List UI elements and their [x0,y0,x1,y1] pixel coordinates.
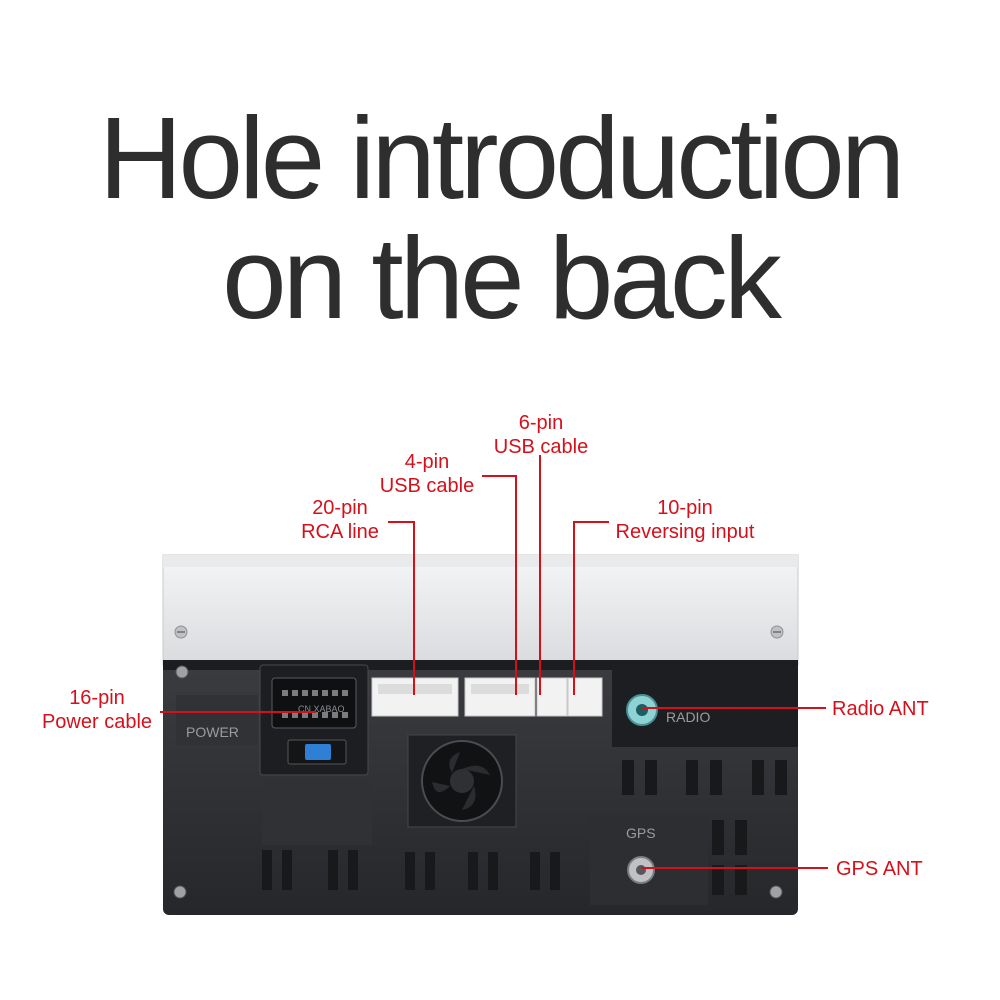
reversing-connector-10pin [567,677,603,717]
leader-4pin [482,475,517,695]
callout-16pin-line2: Power cable [41,711,153,733]
callout-radio-ant: Radio ANT [832,698,929,720]
usb-connector-6pin [536,677,568,717]
callout-4pin-line1: 4-pin [404,451,450,473]
fuse-icon [287,739,347,765]
callout-gps-ant: GPS ANT [836,858,923,880]
gps-label: GPS [626,825,656,841]
radio-label: RADIO [666,709,710,725]
title-line-2: on the back [222,213,782,343]
leader-10pin [573,521,609,695]
callout-20pin: 20-pin RCA line [292,496,388,544]
callout-6pin: 6-pin USB cable [490,411,592,459]
callout-20pin-line2: RCA line [301,521,379,543]
callout-16pin-line1: 16-pin [69,687,125,709]
connector-marking: CN XABAO [298,704,345,714]
usb-connector-4pin [464,677,536,717]
callout-10pin-line2: Reversing input [615,521,755,543]
metal-top-plate [162,554,799,666]
power-label: POWER [186,724,239,740]
gps-antenna-port [627,856,655,884]
callout-20pin-line1: 20-pin [312,497,368,519]
callout-10pin-line1: 10-pin [657,497,713,519]
callout-16pin: 16-pin Power cable [34,686,160,734]
callout-10pin: 10-pin Reversing input [607,496,763,544]
callout-6pin-line1: 6-pin [518,412,564,434]
callout-4pin: 4-pin USB cable [372,450,482,498]
fan-icon [407,734,517,828]
vent-slots [262,760,787,895]
radio-antenna-port [626,694,658,726]
callout-lines [160,455,828,869]
callout-6pin-line2: USB cable [493,436,589,458]
leader-20pin [388,521,415,695]
callout-4pin-line2: USB cable [379,475,475,497]
power-connector-16pin [271,677,357,729]
title-line-1: Hole introduction [98,93,906,223]
rear-housing: POWER RADIO GPS CN XABAO [163,660,798,915]
